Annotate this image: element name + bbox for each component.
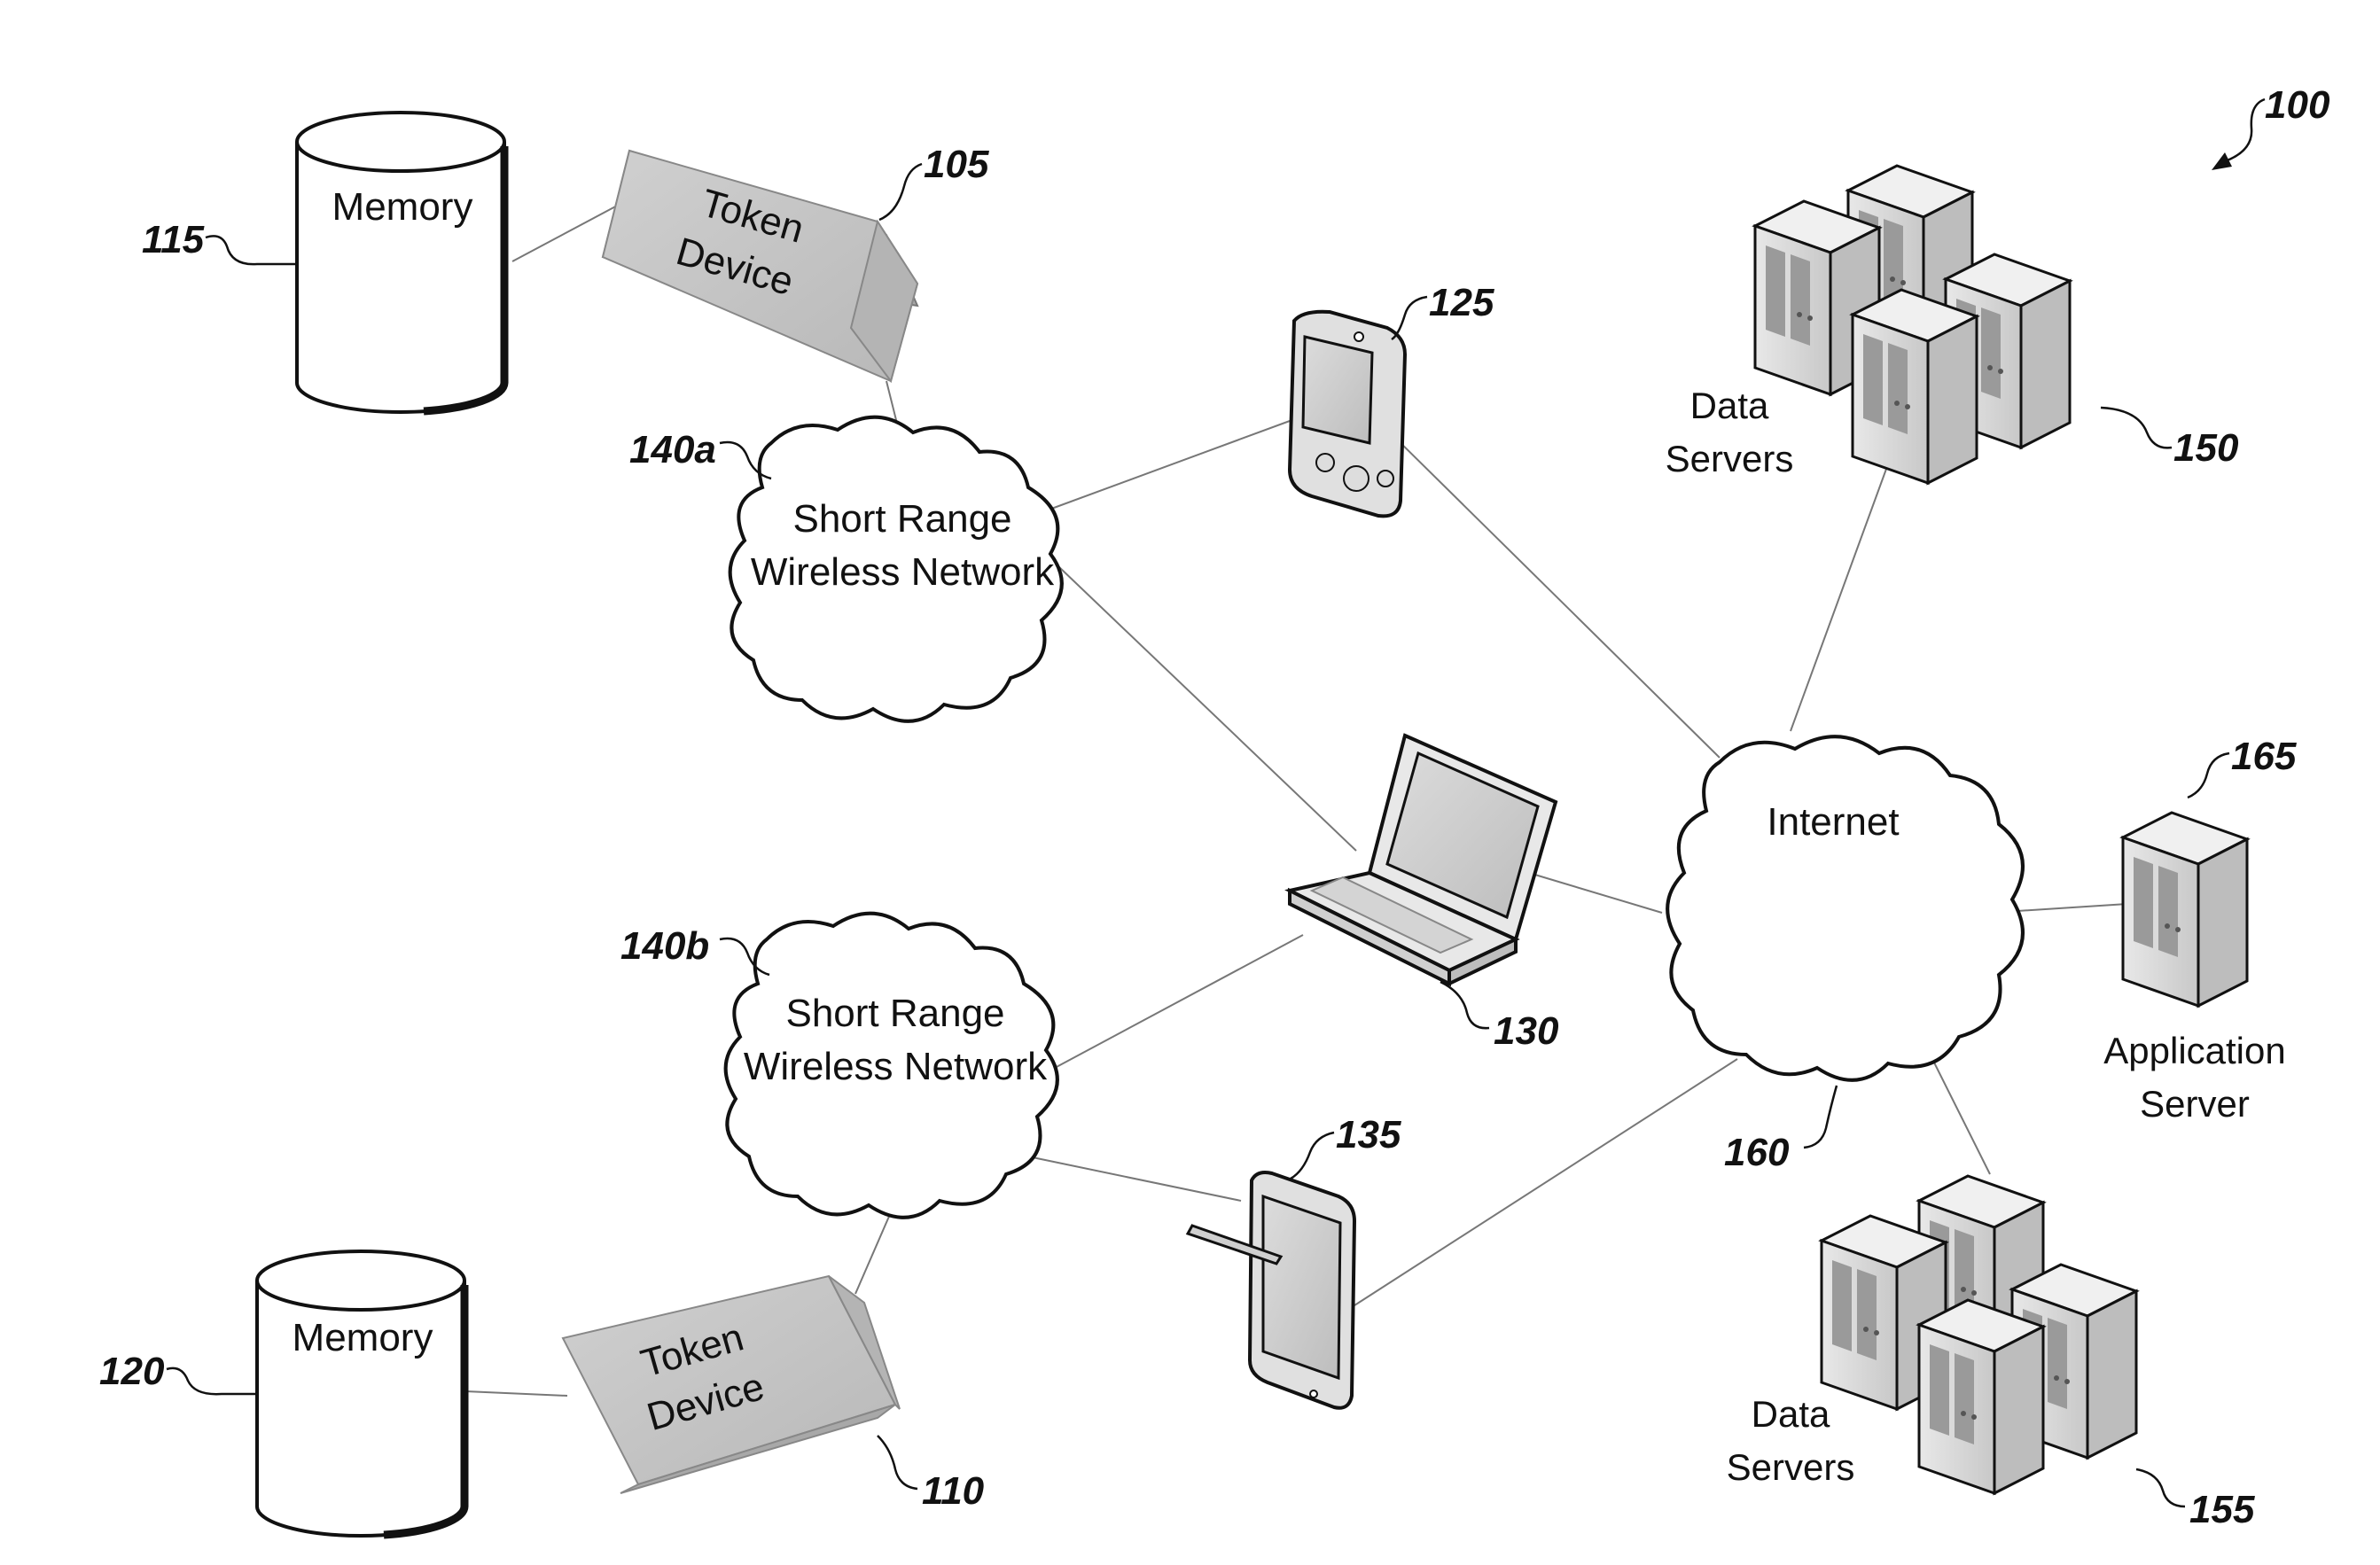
app-server-line2: Server bbox=[2140, 1083, 2250, 1125]
ref-115: 115 bbox=[142, 218, 205, 261]
ref-150: 150 bbox=[2173, 426, 2239, 470]
network-a-line2: Wireless Network bbox=[751, 550, 1055, 594]
ref-105: 105 bbox=[924, 143, 989, 186]
leader-100 bbox=[2225, 99, 2265, 161]
ref-140b: 140b bbox=[620, 924, 709, 968]
arrowhead-100 bbox=[2212, 152, 2232, 170]
laptop-device bbox=[1290, 736, 1556, 984]
leader-130 bbox=[1440, 982, 1489, 1028]
pda-device bbox=[1290, 312, 1405, 517]
ref-100: 100 bbox=[2265, 83, 2330, 127]
network-a-line1: Short Range bbox=[792, 497, 1011, 541]
ref-160: 160 bbox=[1724, 1131, 1790, 1174]
leader-120 bbox=[167, 1368, 257, 1394]
ref-165: 165 bbox=[2231, 735, 2297, 778]
internet-cloud: Internet bbox=[1667, 736, 2023, 1080]
leader-165 bbox=[2188, 753, 2229, 798]
tablet-device bbox=[1188, 1172, 1354, 1408]
server-unit bbox=[2123, 813, 2247, 1006]
data-servers-top-line1: Data bbox=[1690, 385, 1769, 426]
server-unit bbox=[1919, 1300, 2043, 1493]
ref-140a: 140a bbox=[629, 428, 716, 471]
data-servers-bottom-line1: Data bbox=[1752, 1393, 1830, 1435]
leader-105 bbox=[879, 164, 922, 220]
short-range-network-a: Short Range Wireless Network bbox=[730, 417, 1062, 721]
leader-135 bbox=[1291, 1133, 1334, 1179]
memory-top-label: Memory bbox=[332, 185, 473, 229]
link-network-b-tablet bbox=[1028, 1156, 1241, 1201]
link-internet-data-servers-bottom bbox=[1928, 1050, 1990, 1174]
data-servers-top: Data Servers bbox=[1666, 166, 2070, 483]
token-device-bottom: Token Device bbox=[563, 1276, 900, 1493]
ref-130: 130 bbox=[1494, 1009, 1559, 1053]
leader-125 bbox=[1392, 297, 1427, 339]
app-server-line1: Application bbox=[2103, 1030, 2285, 1071]
application-server: Application Server bbox=[2103, 813, 2285, 1125]
ref-125: 125 bbox=[1429, 281, 1494, 324]
leader-110 bbox=[878, 1436, 917, 1489]
data-servers-top-line2: Servers bbox=[1666, 438, 1794, 479]
ref-110: 110 bbox=[922, 1469, 985, 1513]
link-network-a-laptop bbox=[1059, 567, 1356, 851]
leader-115 bbox=[206, 236, 297, 264]
link-network-b-laptop bbox=[1055, 935, 1303, 1068]
leader-160 bbox=[1804, 1086, 1837, 1148]
link-token-memory-bottom bbox=[465, 1391, 567, 1396]
ref-135: 135 bbox=[1336, 1113, 1401, 1156]
data-servers-bottom-line2: Servers bbox=[1727, 1446, 1855, 1488]
data-servers-bottom: Data Servers bbox=[1727, 1176, 2136, 1493]
ref-120: 120 bbox=[99, 1350, 165, 1393]
link-laptop-internet bbox=[1529, 873, 1662, 913]
short-range-network-b: Short Range Wireless Network bbox=[726, 914, 1057, 1218]
link-internet-data-servers-top bbox=[1791, 452, 1892, 731]
link-tablet-internet bbox=[1352, 1059, 1737, 1307]
server-unit bbox=[1853, 290, 1977, 483]
ref-155: 155 bbox=[2189, 1488, 2255, 1531]
leader-150 bbox=[2101, 408, 2172, 448]
link-network-a-pda bbox=[1037, 421, 1290, 514]
network-b-line2: Wireless Network bbox=[744, 1045, 1048, 1088]
token-device-top: Token Device bbox=[603, 151, 917, 381]
memory-bottom: Memory bbox=[257, 1251, 464, 1536]
memory-top: Memory bbox=[297, 113, 504, 412]
memory-bottom-label: Memory bbox=[293, 1316, 433, 1359]
network-b-line1: Short Range bbox=[785, 992, 1004, 1035]
leader-155 bbox=[2136, 1469, 2185, 1507]
internet-label: Internet bbox=[1767, 800, 1899, 844]
